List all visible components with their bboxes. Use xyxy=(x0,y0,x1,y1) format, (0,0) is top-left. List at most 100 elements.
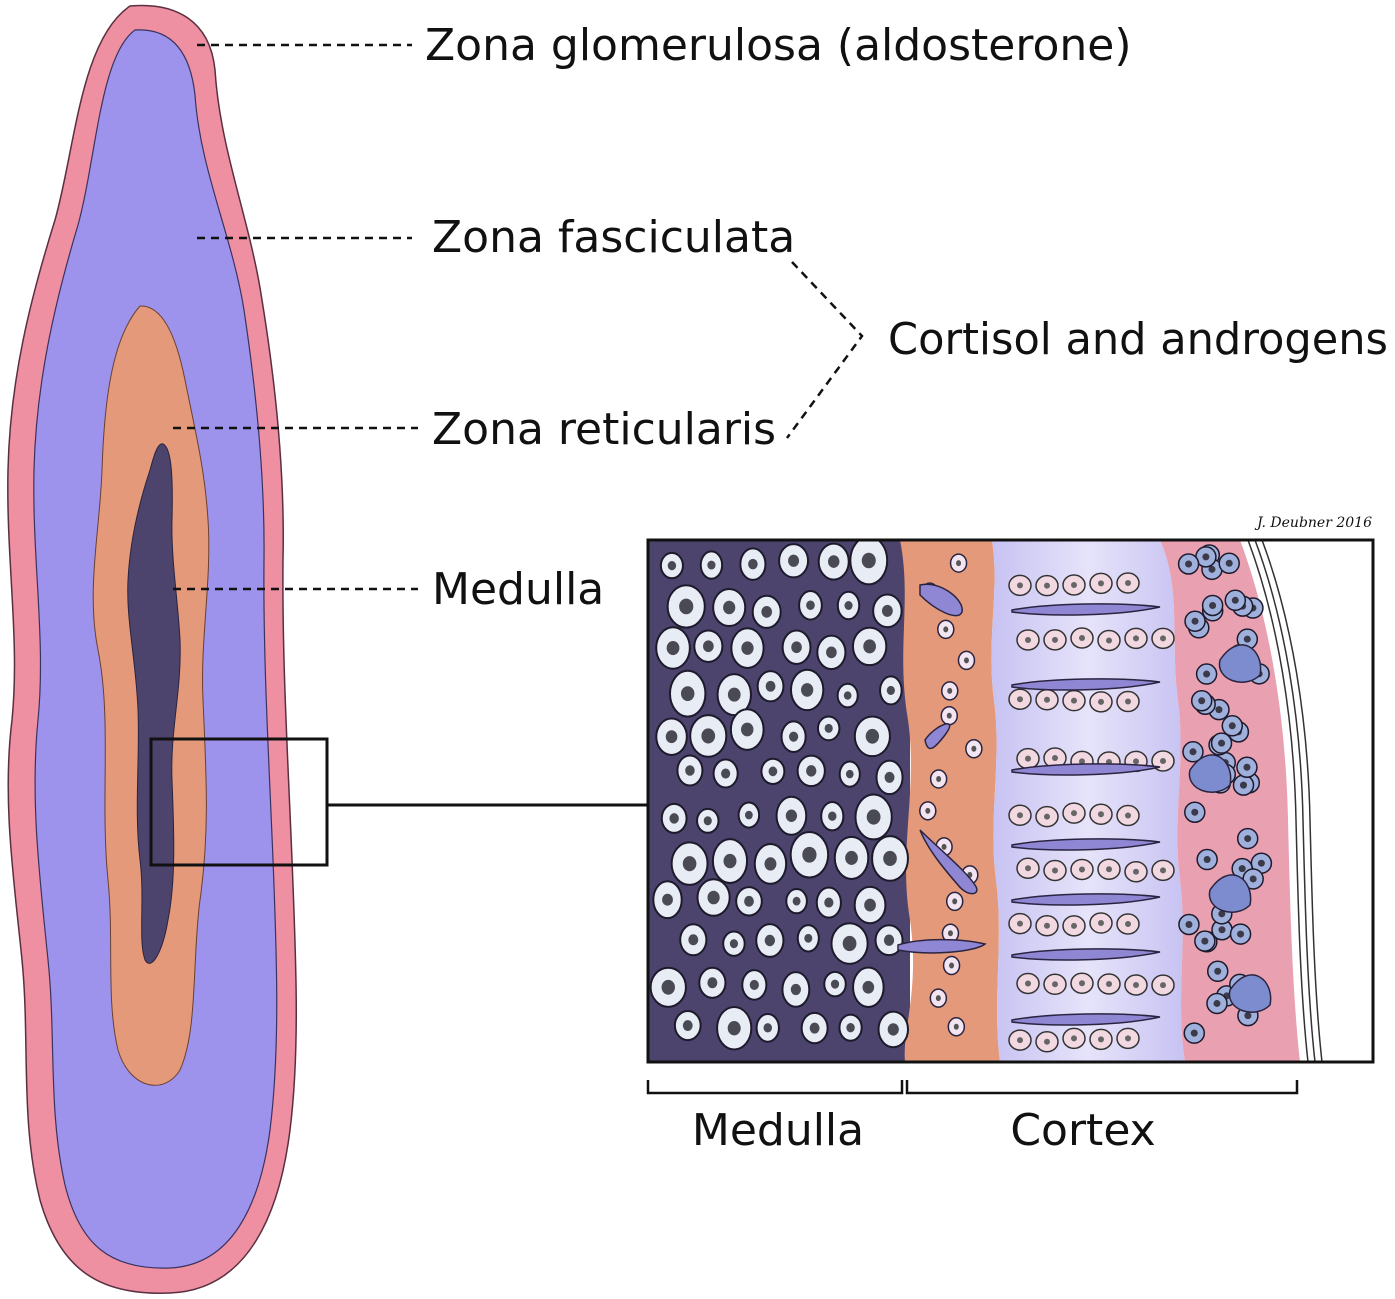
cell-nucleus xyxy=(866,809,881,825)
cell-nucleus xyxy=(1203,670,1211,678)
cell-nucleus xyxy=(1243,763,1251,771)
medulla-bracket xyxy=(646,1080,904,1095)
cell-nucleus xyxy=(956,560,962,567)
cell-nucleus xyxy=(806,765,817,777)
cell-nucleus xyxy=(1017,812,1023,819)
cell-nucleus xyxy=(830,979,840,989)
cell-nucleus xyxy=(764,934,776,947)
cell-nucleus xyxy=(741,722,754,737)
cell-nucleus xyxy=(1203,856,1211,864)
fasciculata-capillary xyxy=(1011,763,1161,776)
cell-nucleus xyxy=(1133,981,1139,988)
cell-nucleus xyxy=(971,745,977,752)
cell-nucleus xyxy=(1238,865,1246,873)
cell-nucleus xyxy=(1071,810,1077,817)
cell-nucleus xyxy=(1215,706,1223,714)
cell-nucleus xyxy=(883,850,897,866)
reticularis-capillary xyxy=(919,583,963,617)
cell-nucleus xyxy=(864,898,876,912)
cell-nucleus xyxy=(947,687,953,694)
cell-nucleus xyxy=(1098,1036,1104,1043)
adrenal-gland-section xyxy=(7,4,329,1294)
cell-nucleus xyxy=(1044,582,1050,589)
cell-nucleus xyxy=(1243,635,1251,643)
medulla-layer xyxy=(127,443,181,964)
cell-nucleus xyxy=(846,1023,855,1033)
cell-nucleus xyxy=(824,723,833,733)
cell-nucleus xyxy=(1244,835,1252,843)
cell-nucleus xyxy=(845,850,858,865)
cell-nucleus xyxy=(949,962,955,969)
cell-nucleus xyxy=(789,731,799,742)
label-zona-fasciculata: Zona fasciculata xyxy=(432,212,795,263)
cell-nucleus xyxy=(1079,980,1085,987)
zoom-region-box xyxy=(149,737,329,867)
label-zona-glomerulosa: Zona glomerulosa (aldosterone) xyxy=(425,20,1132,71)
cell-nucleus xyxy=(936,775,942,782)
cell-nucleus xyxy=(785,809,798,823)
cell-nucleus xyxy=(685,765,695,776)
cell-nucleus xyxy=(703,640,714,653)
cell-nucleus xyxy=(1133,868,1139,875)
artist-signature: J. Deubner 2016 xyxy=(1254,515,1372,531)
reticularis-capillary xyxy=(919,829,978,895)
cell-nucleus xyxy=(881,604,893,617)
cell-nucleus xyxy=(1257,859,1265,867)
cell-nucleus xyxy=(952,898,958,905)
cell-nucleus xyxy=(1133,758,1139,765)
cell-nucleus xyxy=(1106,866,1112,873)
cell-nucleus xyxy=(764,857,777,871)
cell-nucleus xyxy=(1098,698,1104,705)
cell-nucleus xyxy=(707,977,718,989)
cell-nucleus xyxy=(801,683,814,697)
cell-nucleus xyxy=(946,712,952,719)
cell-nucleus xyxy=(669,813,679,824)
inset-cells xyxy=(649,540,1273,1053)
cell-nucleus xyxy=(845,769,854,779)
cell-nucleus xyxy=(935,995,941,1002)
cell-nucleus xyxy=(727,1021,741,1036)
cell-nucleus xyxy=(1025,636,1031,643)
cell-nucleus xyxy=(1228,722,1236,730)
cell-nucleus xyxy=(662,893,673,906)
cell-nucleus xyxy=(963,657,969,664)
cell-nucleus xyxy=(802,846,817,863)
cell-nucleus xyxy=(842,935,857,952)
label-zona-reticularis: Zona reticularis xyxy=(432,404,776,455)
cell-nucleus xyxy=(887,1023,899,1036)
cell-nucleus xyxy=(1231,596,1239,604)
cell-nucleus xyxy=(680,686,695,702)
cell-nucleus xyxy=(707,560,716,570)
cell-nucleus xyxy=(1189,748,1197,756)
inset-label-cortex: Cortex xyxy=(1010,1105,1155,1156)
cell-nucleus xyxy=(1052,755,1058,762)
cell-nucleus xyxy=(1208,565,1216,573)
cell-nucleus xyxy=(703,816,712,826)
cell-nucleus xyxy=(947,930,953,937)
glomerulosa-capillary xyxy=(1218,644,1262,683)
cell-nucleus xyxy=(1017,920,1023,927)
cell-nucleus xyxy=(1025,755,1031,762)
cell-nucleus xyxy=(1218,739,1226,747)
cell-nucleus xyxy=(883,934,895,946)
cell-nucleus xyxy=(1071,697,1077,704)
inset-brackets xyxy=(646,1080,1299,1095)
cell-nucleus xyxy=(828,811,837,821)
cell-nucleus xyxy=(1052,867,1058,874)
cell-nucleus xyxy=(1044,813,1050,820)
cell-nucleus xyxy=(826,646,837,659)
cell-nucleus xyxy=(768,766,778,777)
glomerulosa-capillary xyxy=(1188,754,1232,793)
cell-nucleus xyxy=(809,1022,820,1034)
cell-nucleus xyxy=(1071,922,1077,929)
cell-nucleus xyxy=(1044,1038,1050,1045)
cell-nucleus xyxy=(682,856,697,872)
cell-nucleus xyxy=(791,641,802,654)
cortisol-bracket xyxy=(785,261,864,439)
reticularis-capillary xyxy=(897,938,987,954)
inset-capsule xyxy=(1247,540,1323,1062)
cell-nucleus xyxy=(1249,875,1257,883)
fasciculata-capillary xyxy=(1011,838,1161,851)
cell-nucleus xyxy=(1133,635,1139,642)
